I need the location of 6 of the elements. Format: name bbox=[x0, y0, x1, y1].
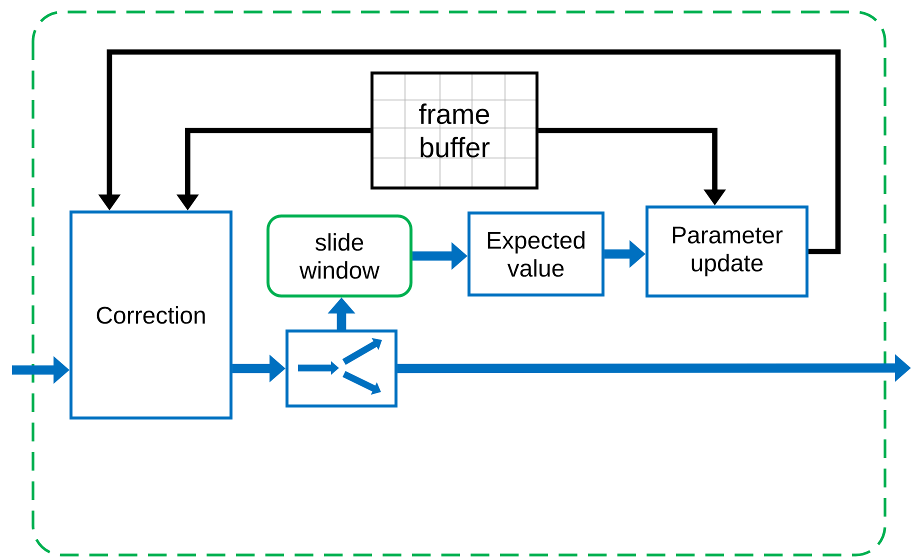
splitter-box bbox=[286, 330, 398, 408]
slide-window-box: slide window bbox=[266, 214, 412, 298]
frame-buffer-box: frame buffer bbox=[370, 72, 538, 190]
correction-box: Correction bbox=[70, 210, 232, 420]
expected-value-box: Expected value bbox=[468, 212, 604, 296]
parameter-update-box: Parameter update bbox=[646, 206, 808, 298]
